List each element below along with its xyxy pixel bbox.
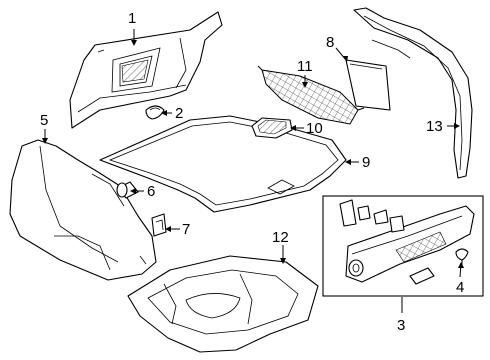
- part-2-push-retainer: [145, 105, 165, 120]
- part-8-access-cover: [345, 59, 391, 111]
- callout-11: 11: [297, 58, 313, 75]
- callout-7: 7: [182, 221, 190, 238]
- callout-1: 1: [128, 10, 136, 27]
- callout-3: 3: [397, 317, 405, 334]
- callout-4: 4: [456, 279, 464, 296]
- part-7-clip: [151, 213, 167, 237]
- part-1-rear-shelf-trim-panel: [69, 11, 223, 129]
- part-13-weatherstrip: [353, 7, 473, 179]
- callout-13: 13: [426, 118, 443, 135]
- part-10-storage-cover: [251, 117, 293, 139]
- part-5-left-quarter-trim: [9, 139, 157, 281]
- part-12-spare-wheel-well: [127, 255, 319, 353]
- part-9-trunk-floor-mat: [99, 115, 347, 213]
- callout-9: 9: [362, 154, 370, 171]
- part-6-bumper: [116, 181, 139, 199]
- callout-6: 6: [147, 183, 155, 200]
- callout-5: 5: [40, 112, 48, 129]
- leader-arrowheads: [42, 40, 464, 268]
- callout-8: 8: [326, 34, 334, 51]
- part-11-cargo-net: [257, 65, 365, 125]
- callout-10: 10: [306, 120, 323, 137]
- part-3-assembly-box: [322, 195, 484, 297]
- callout-2: 2: [175, 105, 183, 122]
- callout-12: 12: [272, 229, 289, 246]
